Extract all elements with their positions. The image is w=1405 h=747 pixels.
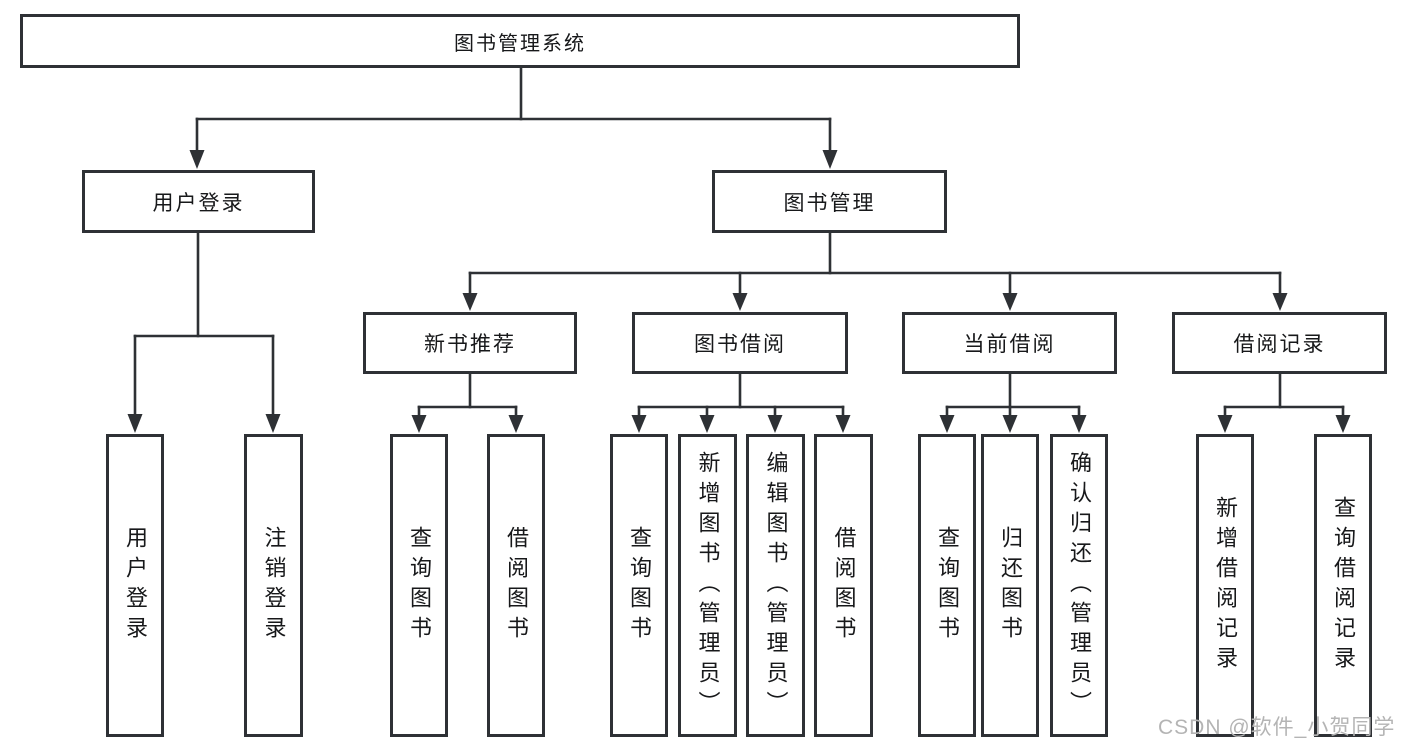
connector-borrow-records (1217, 372, 1351, 433)
node-leaf-borrow-books-recommend: 借阅图书 (487, 434, 545, 737)
arrow-down-icon (1002, 293, 1018, 311)
arrow-down-icon (1071, 415, 1087, 433)
connector-new-book-recommend (411, 372, 524, 433)
node-label: 查询借阅记录 (1331, 495, 1356, 676)
node-label: 确认归还（管理员） (1067, 450, 1092, 721)
node-user-login: 用户登录 (82, 170, 315, 233)
node-label: 新增借阅记录 (1213, 495, 1238, 676)
arrow-down-icon (631, 415, 647, 433)
node-book-management: 图书管理 (712, 170, 947, 233)
arrow-down-icon (822, 150, 838, 169)
node-leaf-logout: 注销登录 (244, 434, 303, 737)
arrow-down-icon (835, 415, 851, 433)
arrow-down-icon (1002, 415, 1018, 433)
node-new-book-recommend: 新书推荐 (363, 312, 577, 374)
connector-current-borrow (939, 372, 1087, 433)
node-label: 图书管理系统 (454, 32, 586, 55)
arrow-down-icon (767, 415, 783, 433)
connector-book-management (462, 231, 1288, 311)
arrow-down-icon (1217, 415, 1233, 433)
connector-book-borrow (631, 372, 851, 433)
node-label: 注销登录 (261, 525, 287, 646)
node-label: 当前借阅 (963, 333, 1056, 356)
arrow-down-icon (939, 415, 955, 433)
node-leaf-query-books-current: 查询图书 (918, 434, 976, 737)
node-label: 新书推荐 (424, 333, 516, 356)
node-label: 图书借阅 (694, 333, 786, 356)
node-current-borrow: 当前借阅 (902, 312, 1117, 374)
watermark: CSDN @软件_小贺同学 (1158, 716, 1396, 739)
arrow-down-icon (1335, 415, 1351, 433)
arrow-down-icon (732, 293, 748, 311)
node-leaf-query-books-borrow: 查询图书 (610, 434, 668, 737)
node-label: 借阅图书 (504, 525, 529, 646)
node-label: 图书管理 (783, 191, 876, 215)
node-leaf-user-login: 用户登录 (106, 434, 164, 737)
node-label: 归还图书 (998, 525, 1023, 646)
node-leaf-return-books: 归还图书 (981, 434, 1039, 737)
node-label: 编辑图书（管理员） (763, 450, 789, 721)
node-label: 借阅图书 (831, 525, 857, 646)
arrow-down-icon (411, 415, 427, 433)
node-label: 查询图书 (627, 525, 652, 646)
arrow-down-icon (189, 150, 205, 169)
node-leaf-add-borrow-record: 新增借阅记录 (1196, 434, 1254, 737)
node-borrow-records: 借阅记录 (1172, 312, 1387, 374)
node-leaf-add-books-admin: 新增图书（管理员） (678, 434, 737, 737)
node-library-system: 图书管理系统 (20, 14, 1020, 68)
node-leaf-borrow-books: 借阅图书 (814, 434, 873, 737)
node-leaf-edit-books-admin: 编辑图书（管理员） (746, 434, 805, 737)
arrow-down-icon (1272, 293, 1288, 311)
node-label: 查询图书 (935, 525, 960, 646)
node-leaf-confirm-return-admin: 确认归还（管理员） (1050, 434, 1108, 737)
arrow-down-icon (699, 415, 715, 433)
node-label: 用户登录 (152, 191, 245, 215)
arrow-down-icon (265, 414, 281, 433)
node-leaf-query-books-recommend: 查询图书 (390, 434, 448, 737)
node-leaf-query-borrow-record: 查询借阅记录 (1314, 434, 1372, 737)
node-book-borrow: 图书借阅 (632, 312, 848, 374)
connector-user-login (127, 231, 281, 433)
node-label: 用户登录 (123, 525, 148, 646)
node-label: 查询图书 (407, 525, 432, 646)
arrow-down-icon (127, 414, 143, 433)
node-label: 新增图书（管理员） (695, 450, 721, 721)
arrow-down-icon (508, 415, 524, 433)
node-label: 借阅记录 (1233, 333, 1326, 356)
connector-root (189, 66, 838, 169)
arrow-down-icon (462, 293, 478, 311)
